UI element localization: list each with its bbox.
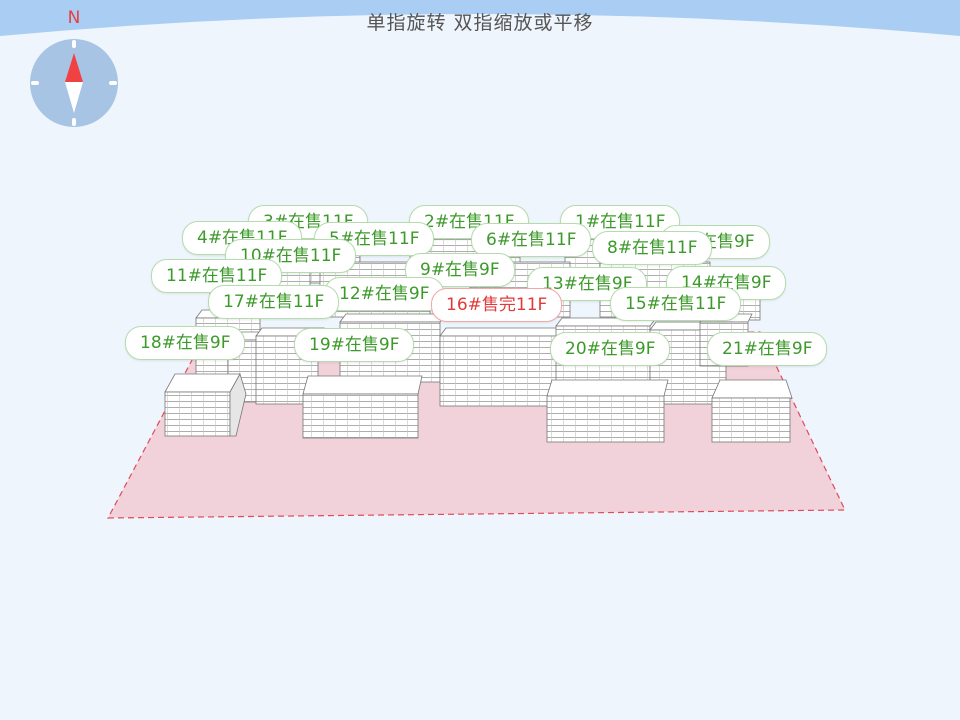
- header-banner: [0, 0, 960, 36]
- building-label-15[interactable]: 15#在售11F: [610, 287, 742, 321]
- building-label-20[interactable]: 20#在售9F: [550, 332, 671, 366]
- building-label-6[interactable]: 6#在售11F: [471, 223, 592, 257]
- building-blocks-middle: [195, 309, 753, 407]
- compass-north-label: N: [67, 8, 81, 28]
- compass-widget[interactable]: N: [29, 8, 119, 128]
- building-label-8[interactable]: 8#在售11F: [592, 231, 713, 265]
- building-label-17[interactable]: 17#在售11F: [208, 285, 340, 319]
- gesture-hint: 单指旋转 双指缩放或平移: [366, 12, 594, 34]
- building-label-12[interactable]: 12#在售9F: [324, 277, 445, 311]
- building-label-19[interactable]: 19#在售9F: [294, 328, 415, 362]
- building-label-21[interactable]: 21#在售9F: [707, 332, 828, 366]
- building-label-18[interactable]: 18#在售9F: [125, 326, 246, 360]
- building-blocks-front: [164, 372, 793, 443]
- building-label-16[interactable]: 16#售完11F: [431, 288, 563, 322]
- compass-icon: [30, 39, 118, 127]
